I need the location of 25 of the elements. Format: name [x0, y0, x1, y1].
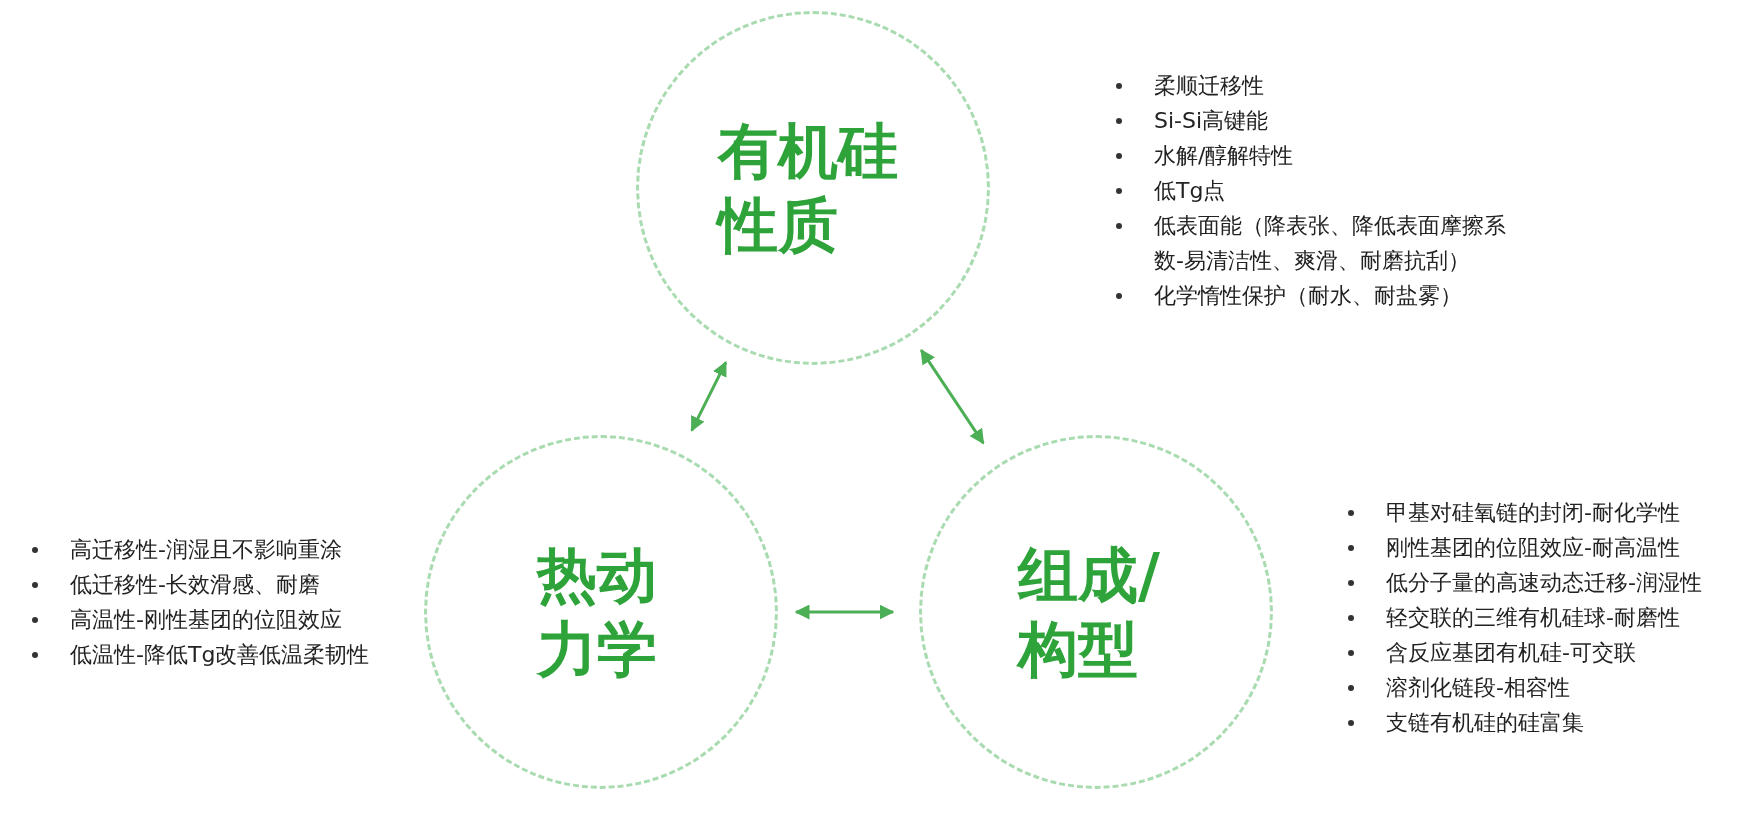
- bullet-item: 含反应基团有机硅-可交联: [1386, 640, 1636, 665]
- bullet-item: 支链有机硅的硅富集: [1386, 710, 1584, 735]
- bullet-item: 低迁移性-长效滑感、耐磨: [70, 572, 320, 597]
- bullet-item: 溶剂化链段-相容性: [1386, 675, 1570, 700]
- bullet-item: 低分子量的高速动态迁移-润湿性: [1386, 570, 1702, 595]
- double-arrow: [794, 604, 895, 620]
- bullet-item: 轻交联的三维有机硅球-耐磨性: [1386, 605, 1680, 630]
- bullet-item: 低Tg点: [1154, 178, 1226, 203]
- circle-title: 组成/构型: [1018, 539, 1161, 686]
- dashed-circle: [424, 435, 778, 789]
- dashed-circle: [919, 435, 1273, 789]
- bullet-item: 柔顺迁移性: [1154, 73, 1264, 98]
- bullet-item: 水解/醇解特性: [1154, 143, 1294, 168]
- bullet-item: 化学惰性保护（耐水、耐盐雾）: [1154, 283, 1462, 308]
- double-arrow: [920, 348, 985, 445]
- bullet-item: 刚性基团的位阻效应-耐高温性: [1386, 535, 1680, 560]
- bullet-item: 甲基对硅氧链的封闭-耐化学性: [1386, 500, 1680, 525]
- bullet-item: 低表面能（降表张、降低表面摩擦系数-易清洁性、爽滑、耐磨抗刮）: [1154, 213, 1506, 273]
- bullet-item: 高迁移性-润湿且不影响重涂: [70, 537, 342, 562]
- dashed-circle: [636, 11, 990, 365]
- double-arrow: [690, 361, 728, 432]
- circle-title: 热动力学: [537, 539, 658, 686]
- bullet-item: Si-Si高键能: [1154, 108, 1269, 133]
- bullet-item: 高温性-刚性基团的位阻效应: [70, 607, 342, 632]
- bullet-item: 低温性-降低Tg改善低温柔韧性: [70, 642, 370, 667]
